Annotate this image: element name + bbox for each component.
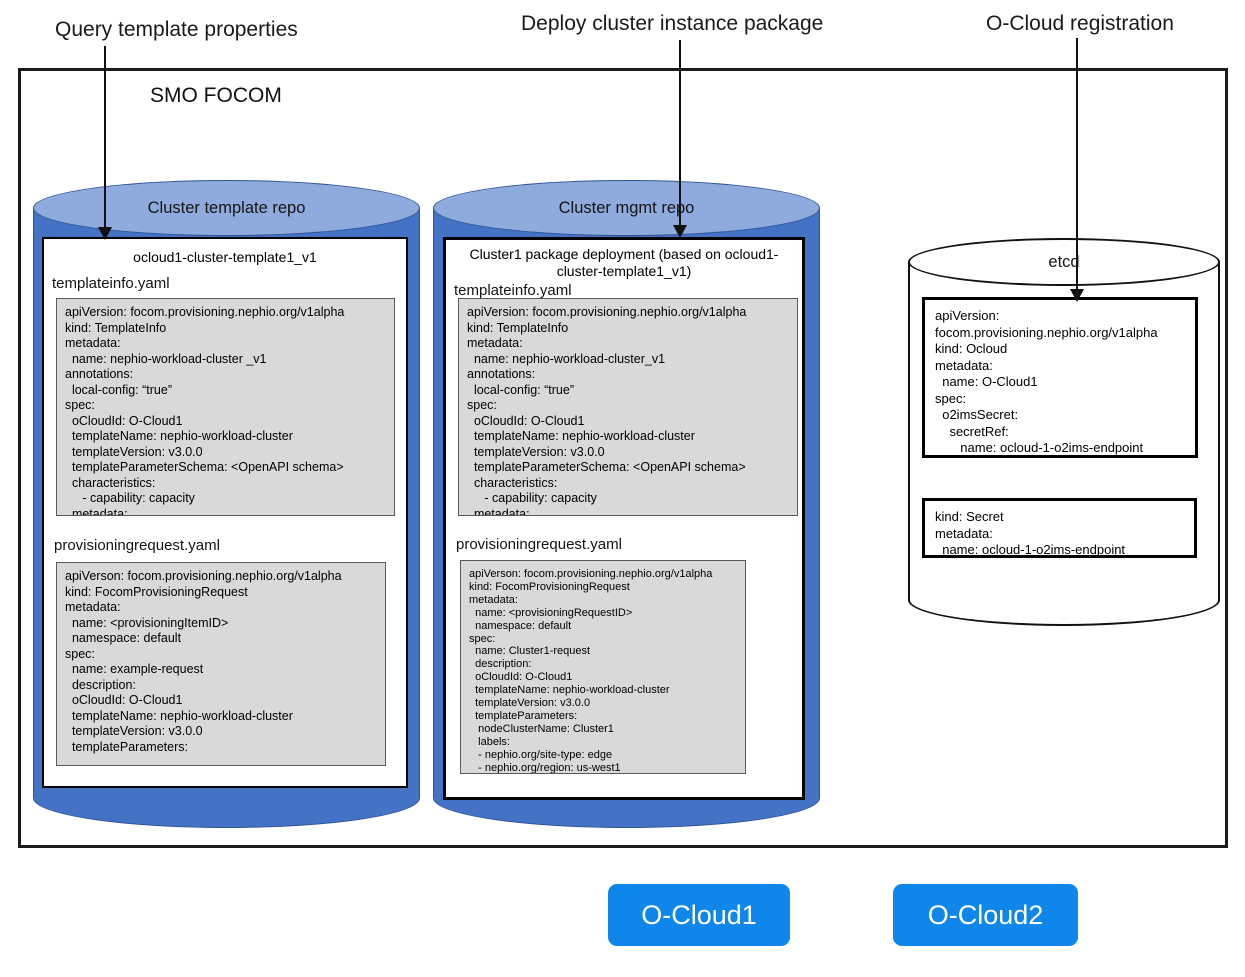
cluster-mgmt-repo-label: Cluster mgmt repo [558, 198, 695, 217]
template-package-title: ocloud1-cluster-template1_v1 [133, 249, 317, 265]
cylinder-top-ellipse: Cluster template repo [33, 180, 420, 236]
templateinfo-yaml-box: apiVersion: focom.provisioning.nephio.or… [458, 298, 798, 516]
provisioningrequest-file-label: provisioningrequest.yaml [54, 537, 220, 554]
cylinder-top-ellipse: etcd [908, 238, 1220, 286]
deploy-cluster-arrow-head [673, 225, 687, 238]
label-deploy-cluster-instance-package: Deploy cluster instance package [521, 12, 824, 35]
template-package-box: ocloud1-cluster-template1_v1 templateinf… [42, 237, 408, 788]
query-template-arrow-line [104, 46, 106, 228]
templateinfo-file-label: templateinfo.yaml [454, 282, 572, 299]
secret-resource-yaml: kind: Secret metadata: name: ocloud-1-o2… [935, 509, 1126, 557]
templateinfo-file-label: templateinfo.yaml [52, 275, 170, 292]
provisioningrequest-yaml-content: apiVerson: focom.provisioning.nephio.org… [469, 568, 713, 774]
templateinfo-yaml-content: apiVersion: focom.provisioning.nephio.or… [65, 305, 345, 516]
smo-focom-title: SMO FOCOM [150, 84, 282, 107]
label-query-template-properties: Query template properties [55, 18, 298, 41]
templateinfo-yaml-content: apiVersion: focom.provisioning.nephio.or… [467, 305, 747, 516]
cluster1-package-box: Cluster1 package deployment (based on oc… [443, 237, 805, 800]
etcd-label: etcd [1048, 252, 1080, 271]
provisioningrequest-yaml-box: apiVerson: focom.provisioning.nephio.org… [56, 562, 386, 766]
label-ocloud-registration: O-Cloud registration [986, 12, 1174, 35]
ocloud-registration-arrow-head [1070, 289, 1084, 302]
ocloud-resource-box: apiVersion: focom.provisioning.nephio.or… [922, 297, 1198, 458]
secret-resource-box: kind: Secret metadata: name: ocloud-1-o2… [922, 498, 1197, 558]
ocloud-resource-yaml: apiVersion: focom.provisioning.nephio.or… [935, 308, 1158, 455]
provisioningrequest-yaml-content: apiVerson: focom.provisioning.nephio.org… [65, 569, 342, 754]
query-template-arrow-head [98, 227, 112, 240]
cluster1-package-title: Cluster1 package deployment (based on oc… [469, 246, 779, 279]
deploy-cluster-arrow-line [679, 40, 681, 226]
ocloud2-button[interactable]: O-Cloud2 [893, 884, 1078, 946]
cluster-template-repo-label: Cluster template repo [147, 198, 306, 217]
provisioningrequest-yaml-box: apiVerson: focom.provisioning.nephio.org… [460, 560, 746, 774]
ocloud1-button[interactable]: O-Cloud1 [608, 884, 790, 946]
ocloud-registration-arrow-line [1076, 38, 1078, 290]
templateinfo-yaml-box: apiVersion: focom.provisioning.nephio.or… [56, 298, 395, 516]
provisioningrequest-file-label: provisioningrequest.yaml [456, 536, 622, 553]
cylinder-top-ellipse: Cluster mgmt repo [433, 180, 820, 236]
